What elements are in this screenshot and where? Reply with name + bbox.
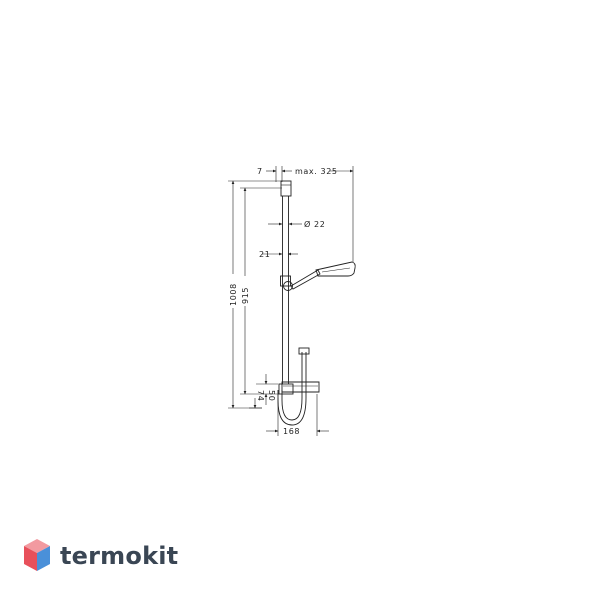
- shelf: [281, 381, 320, 393]
- dim-rail-width: 21: [259, 250, 270, 259]
- dim-bottom-a: 50: [267, 390, 276, 401]
- dim-bottom-b: 74: [256, 390, 265, 401]
- dim-rail-diameter: Ø 22: [304, 219, 325, 229]
- cube-logo-icon: [24, 539, 50, 571]
- brand-name: termokit: [60, 542, 179, 570]
- dim-1008: 1008: [228, 180, 282, 409]
- shower-set-outline: [277, 180, 356, 426]
- dim-21: 21: [259, 250, 298, 259]
- hose-connector: [298, 347, 310, 355]
- shower-hose: [281, 352, 303, 421]
- dim-diameter: Ø 22: [268, 219, 325, 229]
- dim-915: 915: [240, 187, 282, 395]
- brand-logo: termokit: [22, 536, 178, 576]
- dim-max-reach: max. 325: [295, 167, 338, 176]
- hand-shower-handle: [290, 269, 321, 290]
- dim-rail-height: 915: [241, 287, 250, 304]
- dim-168: 168: [266, 394, 329, 436]
- slider-knob: [283, 281, 293, 291]
- dim-wall-offset: 7: [257, 167, 263, 176]
- dim-shelf-width: 168: [283, 427, 300, 436]
- dim-bottom: 50 74: [249, 374, 278, 409]
- dim-top: 7 max. 325: [257, 166, 354, 262]
- rail-slider: [280, 275, 291, 287]
- dim-total-height: 1008: [229, 283, 238, 306]
- bottom-wall-bracket: [278, 383, 294, 395]
- top-wall-bracket: [280, 180, 292, 197]
- hand-shower-head: [315, 261, 356, 277]
